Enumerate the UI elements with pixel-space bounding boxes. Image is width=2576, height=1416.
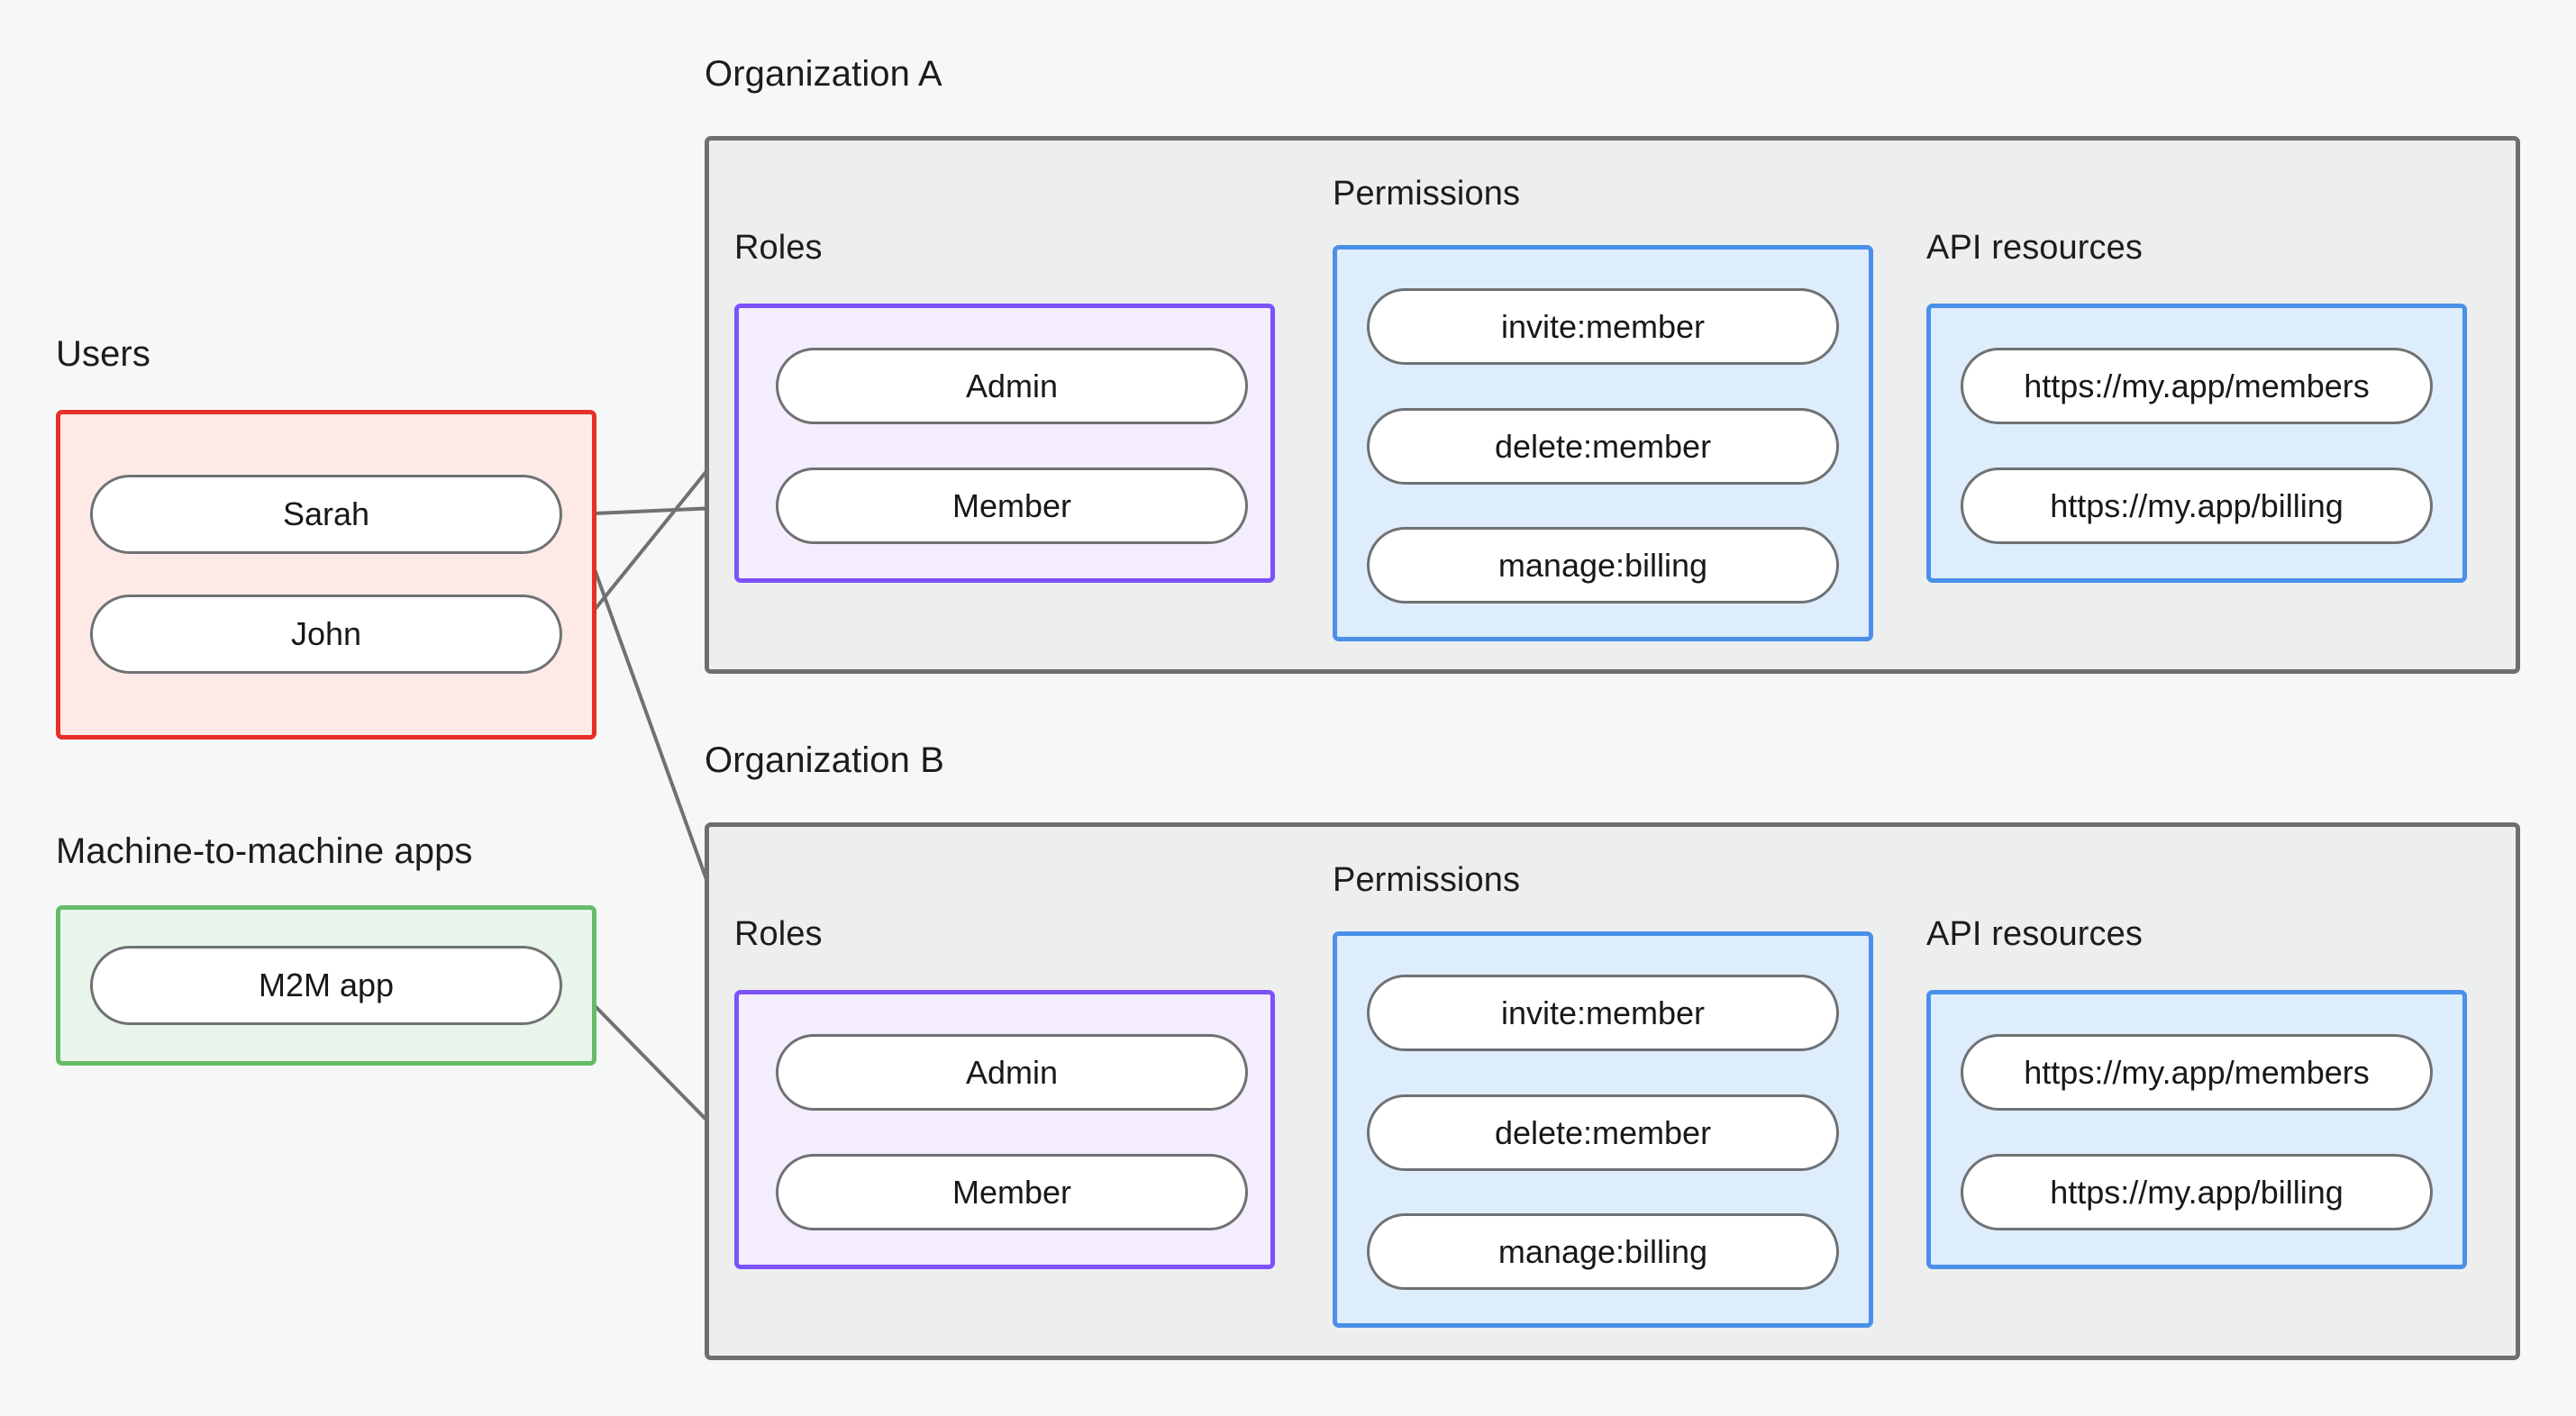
organization-a-title: Organization A: [705, 54, 942, 94]
user-node-john[interactable]: John: [90, 595, 562, 674]
m2m-group-title: Machine-to-machine apps: [56, 831, 473, 871]
organization-a-role-member[interactable]: Member: [776, 467, 1248, 544]
m2m-node-app[interactable]: M2M app: [90, 946, 562, 1025]
organization-a-permissions-title: Permissions: [1333, 175, 1521, 213]
organization-a-permission-manage-billing[interactable]: manage:billing: [1367, 527, 1839, 604]
organization-b-api-resource-members[interactable]: https://my.app/members: [1961, 1034, 2433, 1111]
organization-b-api-resource-billing[interactable]: https://my.app/billing: [1961, 1154, 2433, 1230]
organization-a-api-resource-billing[interactable]: https://my.app/billing: [1961, 467, 2433, 544]
organization-b-api-resources-title: API resources: [1926, 915, 2143, 953]
organization-a-api-resources-title: API resources: [1926, 229, 2143, 267]
organization-b-permissions-title: Permissions: [1333, 861, 1521, 899]
organization-b-permission-invite-member[interactable]: invite:member: [1367, 975, 1839, 1051]
organization-b-permission-delete-member[interactable]: delete:member: [1367, 1094, 1839, 1171]
organization-b-role-member[interactable]: Member: [776, 1154, 1248, 1230]
organization-b-role-admin[interactable]: Admin: [776, 1034, 1248, 1111]
users-group-title: Users: [56, 334, 150, 374]
organization-a-permission-delete-member[interactable]: delete:member: [1367, 408, 1839, 485]
user-node-sarah[interactable]: Sarah: [90, 475, 562, 554]
organization-a-api-resource-members[interactable]: https://my.app/members: [1961, 348, 2433, 424]
organization-a-permission-invite-member[interactable]: invite:member: [1367, 288, 1839, 365]
organization-b-roles-title: Roles: [734, 915, 823, 953]
organization-b-permission-manage-billing[interactable]: manage:billing: [1367, 1213, 1839, 1290]
users-group-box: [56, 410, 596, 740]
organization-b-title: Organization B: [705, 740, 944, 780]
organization-a-role-admin[interactable]: Admin: [776, 348, 1248, 424]
organization-a-roles-title: Roles: [734, 229, 823, 267]
